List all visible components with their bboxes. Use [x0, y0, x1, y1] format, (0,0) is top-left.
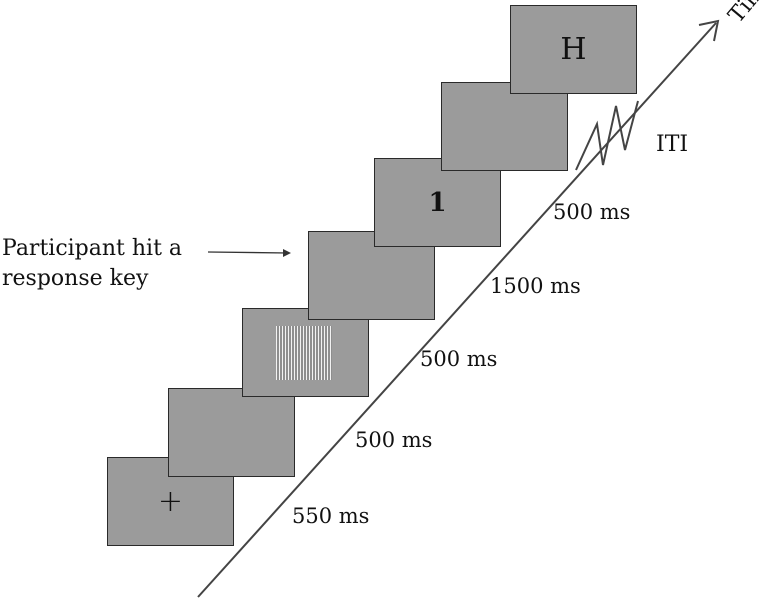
screen-blank-1: [168, 388, 295, 477]
duration-label-response: 1500 ms: [490, 274, 581, 298]
time-arrowhead-icon: [698, 19, 720, 42]
screen-grating: [242, 308, 369, 397]
duration-label-blank: 500 ms: [355, 428, 433, 452]
time-axis-line: [197, 22, 717, 598]
duration-label-digit: 500 ms: [553, 200, 631, 224]
letter-stimulus: H: [560, 32, 587, 67]
digit-stimulus: 1: [428, 187, 447, 218]
iti-label: ITI: [656, 132, 689, 157]
response-arrow-line: [207, 251, 289, 254]
screen-letter: H: [510, 5, 637, 94]
screen-blank-2: [441, 82, 568, 171]
screen-digit: 1: [374, 158, 501, 247]
fixation-cross: +: [157, 484, 184, 519]
duration-label-fixation: 550 ms: [292, 504, 370, 528]
response-arrow-head-icon: [283, 249, 291, 257]
response-note: Participant hit a response key: [2, 234, 182, 294]
response-note-line2: response key: [2, 266, 149, 291]
response-note-line1: Participant hit a: [2, 236, 183, 261]
iti-zigzag: [575, 100, 639, 171]
grating-stimulus: [275, 325, 332, 380]
duration-label-grating: 500 ms: [420, 347, 498, 371]
